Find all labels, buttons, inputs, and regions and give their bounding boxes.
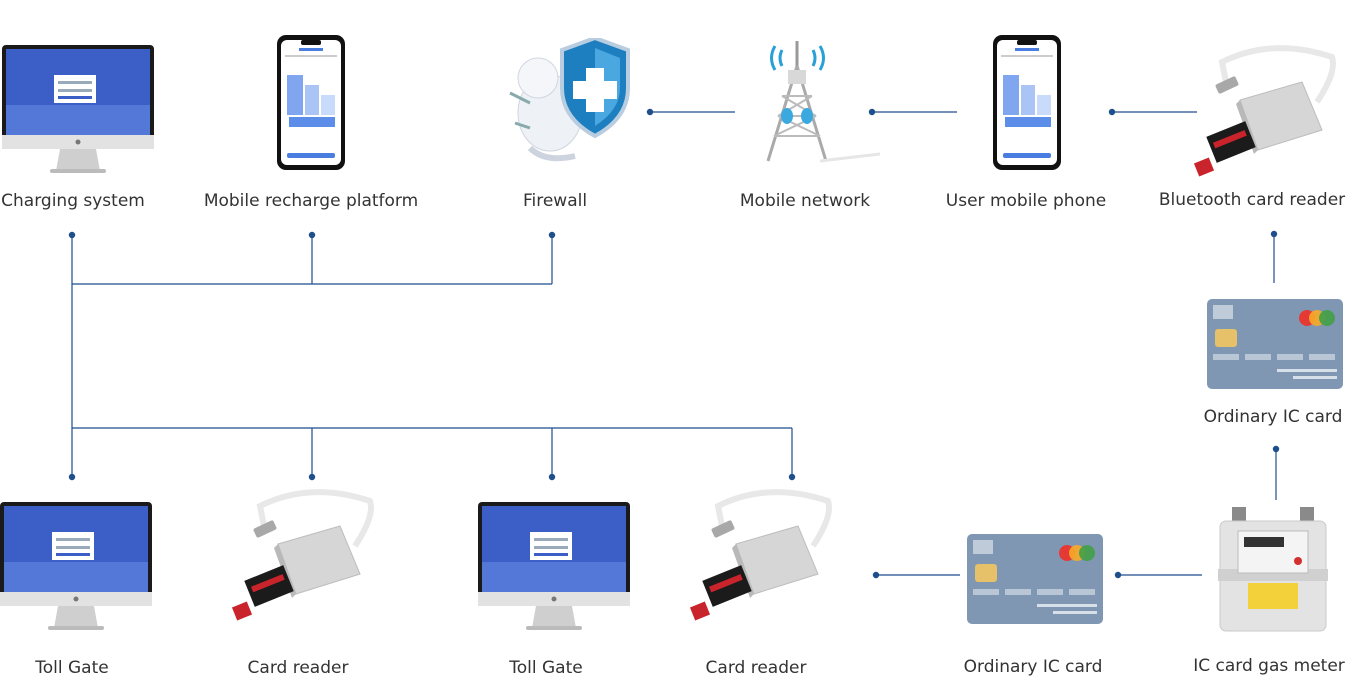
label-user-mobile-phone: User mobile phone [945, 191, 1107, 211]
label-card-reader-2: Card reader [705, 658, 807, 678]
imac-monitor-icon [0, 502, 152, 630]
label-bluetooth-card-reader: Bluetooth card reader [1158, 190, 1346, 210]
card-reader-icon [231, 489, 374, 621]
gas-meter-icon [1218, 507, 1328, 632]
smartphone-icon [277, 35, 345, 170]
label-toll-gate-1: Toll Gate [35, 658, 109, 678]
signal-tower-icon [766, 41, 881, 163]
label-charging-system: Charging system [1, 191, 145, 211]
smartphone-icon [993, 35, 1061, 170]
card-reader-icon [1193, 45, 1336, 177]
label-mobile-recharge-platform: Mobile recharge platform [203, 191, 419, 211]
ic-card-icon [1207, 299, 1343, 389]
label-ordinary-ic-card-bottom: Ordinary IC card [963, 657, 1103, 677]
shield-firewall-icon [509, 38, 630, 162]
label-ordinary-ic-card-right: Ordinary IC card [1203, 407, 1343, 427]
label-firewall: Firewall [522, 191, 588, 211]
label-toll-gate-2: Toll Gate [509, 658, 583, 678]
card-reader-icon [689, 489, 832, 621]
label-mobile-network: Mobile network [739, 191, 871, 211]
imac-monitor-icon [478, 502, 630, 630]
imac-monitor-icon [2, 45, 154, 173]
label-ic-card-gas-meter: IC card gas meter [1193, 656, 1345, 676]
ic-card-icon [967, 534, 1103, 624]
label-card-reader-1: Card reader [247, 658, 349, 678]
